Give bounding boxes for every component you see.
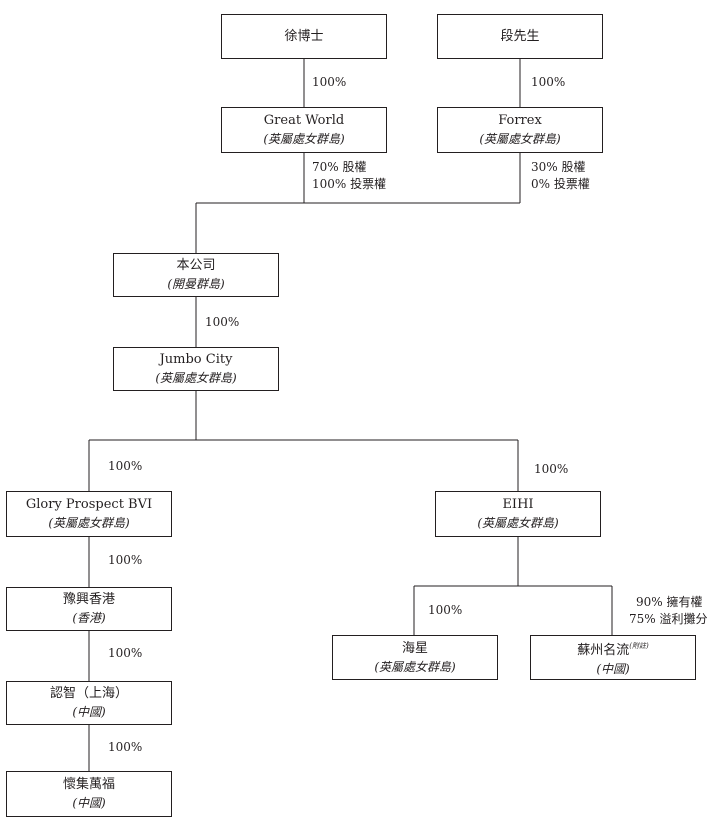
ownership-forrex-company: 30% 股權 0% 投票權 (531, 159, 590, 193)
entity-jurisdiction: (中國) (72, 705, 106, 719)
ownership-eihi-haixing: 100% (428, 603, 463, 617)
ownership-jumbo-eihi: 100% (534, 462, 569, 476)
ownership-glory-yuxing: 100% (108, 553, 143, 567)
entity-jurisdiction: (英屬處女群島) (155, 371, 237, 385)
entity-glory-prospect-bvi: Glory Prospect BVI (英屬處女群島) (6, 491, 172, 537)
entity-name: Great World (263, 113, 345, 128)
entity-forrex: Forrex (英屬處女群島) (437, 107, 603, 153)
entity-name: Forrex (498, 113, 542, 128)
entity-mr-duan: 段先生 (437, 14, 603, 59)
voting-share: 100% 投票權 (312, 177, 387, 191)
entity-jurisdiction: (英屬處女群島) (374, 659, 456, 674)
ownership-jumbo-glory: 100% (108, 459, 143, 473)
entity-eihi: EIHI (英屬處女群島) (435, 491, 601, 537)
entity-name: 認智（上海） (49, 686, 128, 701)
ownership-yuxing-renzhi: 100% (108, 646, 143, 660)
entity-jurisdiction: (英屬處女群島) (479, 132, 561, 146)
equity-share: 30% 股權 (531, 160, 586, 174)
entity-yuxing-hk: 豫興香港 (香港) (6, 587, 172, 631)
entity-renzhi-shanghai: 認智（上海） (中國) (6, 681, 172, 725)
voting-share: 0% 投票權 (531, 177, 590, 191)
ownership-xu-great-world: 100% (312, 75, 347, 89)
entity-name: Glory Prospect BVI (25, 497, 153, 512)
entity-jurisdiction: (英屬處女群島) (263, 132, 345, 146)
ownership-share: 90% 擁有權 (636, 595, 703, 609)
entity-jurisdiction: (英屬處女群島) (48, 516, 130, 530)
entity-name: 徐博士 (284, 29, 324, 44)
equity-share: 70% 股權 (312, 160, 367, 174)
entity-dr-xu: 徐博士 (221, 14, 387, 59)
entity-name: 海星 (401, 640, 428, 656)
entity-great-world: Great World (英屬處女群島) (221, 107, 387, 153)
entity-jurisdiction: (中國) (72, 796, 106, 810)
profit-share: 75% 溢利攤分 (629, 612, 708, 626)
ownership-great-world-company: 70% 股權 100% 投票權 (312, 159, 386, 193)
entity-name: EIHI (502, 497, 534, 512)
entity-name: Jumbo City (159, 352, 233, 367)
ownership-duan-forrex: 100% (531, 75, 566, 89)
entity-company: 本公司 (開曼群島) (113, 253, 279, 297)
entity-name: 豫興香港 (62, 592, 115, 607)
entity-name-row: 蘇州名流(附註) (577, 637, 648, 660)
entity-huaiji-wanfu: 懷集萬福 (中國) (6, 771, 172, 817)
entity-haixing: 海星 (英屬處女群島) (332, 635, 498, 680)
entity-jurisdiction: (香港) (72, 611, 106, 625)
entity-name: 段先生 (500, 29, 540, 44)
entity-name: 本公司 (176, 258, 216, 273)
entity-jurisdiction: (中國) (596, 661, 630, 676)
ownership-company-jumbo-city: 100% (205, 315, 240, 329)
entity-jurisdiction: (英屬處女群島) (477, 516, 559, 530)
note-reference: (附註) (629, 641, 649, 650)
entity-name: 懷集萬福 (62, 777, 115, 792)
entity-jurisdiction: (開曼群島) (167, 277, 225, 291)
ownership-eihi-suzhou: 90% 擁有權 75% 溢利攤分 (629, 594, 708, 628)
entity-suzhou-mingliu: 蘇州名流(附註) (中國) (530, 635, 696, 680)
entity-name: 蘇州名流 (577, 642, 630, 658)
ownership-renzhi-huaiji: 100% (108, 740, 143, 754)
entity-jumbo-city: Jumbo City (英屬處女群島) (113, 347, 279, 391)
